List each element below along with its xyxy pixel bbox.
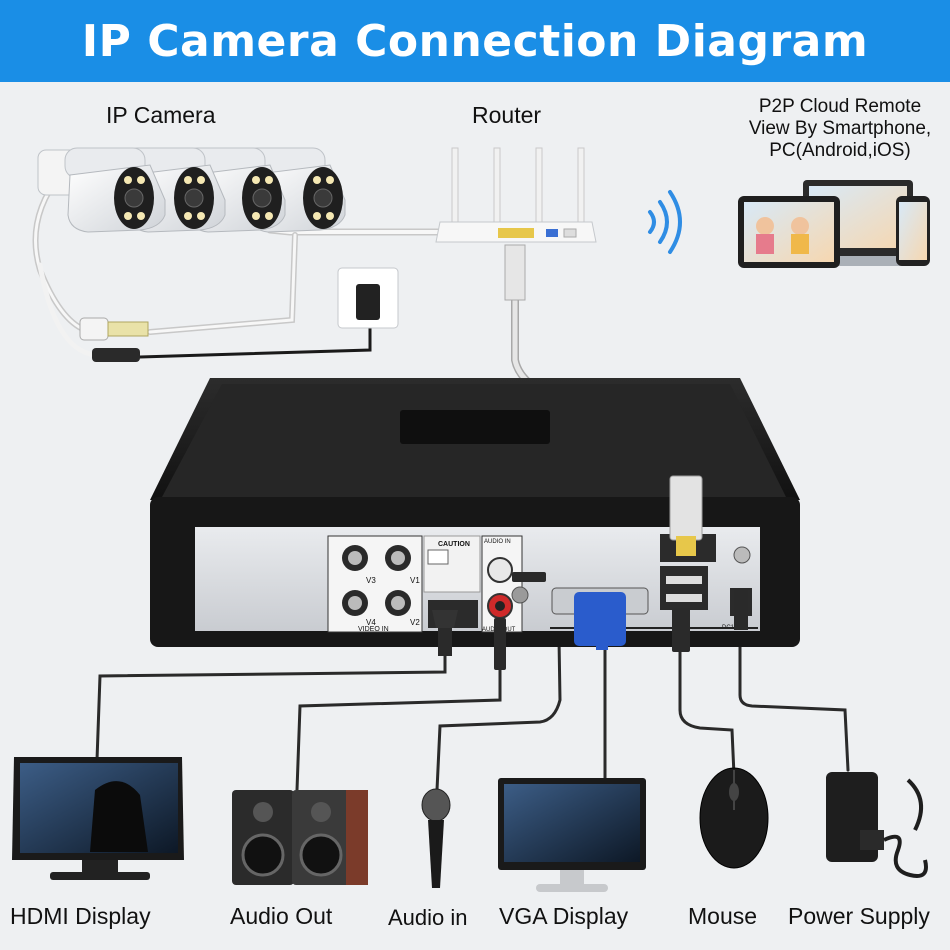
camera-1	[64, 147, 166, 233]
camera-dc-connector	[92, 348, 140, 362]
p2p-remote-label: P2P Cloud Remote View By Smartphone, PC(…	[740, 96, 940, 162]
camera-rj45-connector	[79, 317, 109, 341]
device-label-power-supply: Power Supply	[788, 903, 930, 929]
p2p-line: View By Smartphone,	[748, 118, 932, 139]
remote-devices	[738, 180, 930, 268]
router	[435, 147, 597, 301]
audio-out-cable	[295, 668, 502, 792]
svg-text:CAUTION: CAUTION	[438, 541, 470, 548]
camera-power-cable	[138, 308, 372, 359]
audio-out-speakers	[232, 790, 368, 885]
vga-display	[498, 778, 646, 892]
hdmi-cable	[95, 653, 447, 762]
mouse-device	[699, 767, 769, 869]
p2p-line: P2P Cloud Remote	[758, 96, 922, 117]
lan-plug	[669, 475, 703, 541]
device-label-hdmi-display: HDMI Display	[10, 903, 151, 929]
hdmi-display	[12, 757, 184, 880]
hdmi-plug	[432, 610, 458, 628]
ip-camera-label: IP Camera	[106, 102, 216, 128]
device-label-audio-in: Audio in	[388, 905, 468, 930]
audio-in-port	[487, 557, 513, 583]
video-in-label: VIDEO IN	[358, 626, 389, 633]
microphone	[421, 788, 451, 888]
audio-in-cable	[435, 576, 562, 792]
device-label-mouse: Mouse	[688, 903, 758, 929]
camera-pigtail-cable	[147, 232, 298, 335]
audio-out-plug	[494, 618, 506, 670]
wifi-icon	[648, 190, 682, 254]
vga-plug	[574, 592, 626, 646]
power-cable	[738, 626, 850, 772]
bnc-connectors	[342, 545, 411, 616]
port-v4-label: V4	[366, 618, 376, 627]
power-supply-device	[826, 772, 928, 878]
device-label-vga-display: VGA Display	[499, 903, 629, 929]
usb-ports	[660, 566, 708, 610]
ip-cameras	[37, 147, 346, 362]
port-v1-label: V1	[410, 576, 420, 585]
router-rj45-connector	[504, 244, 526, 301]
usb-plug	[672, 608, 690, 652]
page-title: IP Camera Connection Diagram	[81, 15, 869, 67]
title-banner: IP Camera Connection Diagram	[0, 0, 950, 82]
port-v2-label: V2	[410, 618, 420, 627]
device-label-audio-out: Audio Out	[230, 903, 333, 929]
port-v3-label: V3	[366, 576, 376, 585]
p2p-line: PC(Android,iOS)	[769, 140, 911, 161]
camera-power-adapter	[337, 267, 399, 329]
audio-in-plug	[512, 572, 546, 582]
router-label: Router	[472, 102, 542, 128]
mouse-cable	[678, 648, 736, 777]
power-plug	[734, 590, 748, 630]
nvr-recorder: V3 V1 V4 V2 VIDEO IN CAUTION AUDIO IN AU…	[150, 378, 800, 670]
audio-in-label: AUDIO IN	[484, 539, 511, 545]
